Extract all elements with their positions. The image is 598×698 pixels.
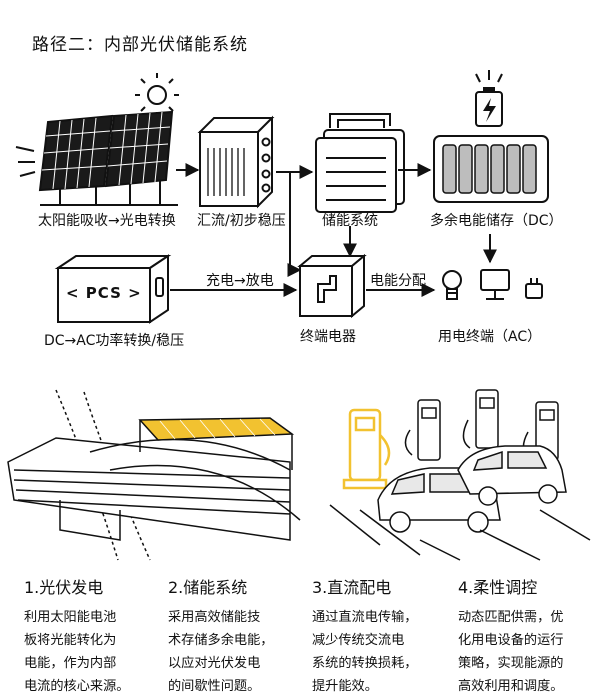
monitor-icon [480, 269, 510, 300]
desc-line: 提升能效。 [312, 679, 378, 694]
desc-line: 利用太阳能电池 [24, 610, 117, 625]
section-pv: 1.光伏发电 利用太阳能电池 板将光能转化为 电能，作为内部 电流的核心来源。 [24, 574, 130, 698]
terminal-device-icon [297, 253, 367, 319]
page-title: 路径二：内部光伏储能系统 [32, 35, 248, 55]
combiner-label: 汇流/初步稳压 [197, 213, 286, 229]
desc-line: 减少传统交流电 [312, 633, 405, 648]
section-storage: 2.储能系统 采用高效储能技 术存储多余电能， 以应对光伏发电 的间歇性问题。 [168, 574, 274, 698]
terminal-label: 终端电器 [300, 329, 356, 345]
desc-line: 系统的转换损耗， [312, 656, 418, 671]
battery-label: 多余电能储存（DC） [430, 213, 563, 229]
desc-line: 术存储多余电能， [168, 633, 274, 648]
desc-line: 电能，作为内部 [24, 656, 117, 671]
pcs-box-icon [54, 254, 172, 324]
section-flex: 4.柔性调控 动态匹配供需，优 化用电设备的运行 策略，实现能源的 高效利用和调… [458, 574, 564, 698]
pcs-label: DC→AC功率转换/稳压 [44, 333, 185, 349]
ev-charging-illustration [329, 389, 591, 561]
charge-edge-label: 充电→放电 [206, 273, 274, 289]
section-heading: 2.储能系统 [168, 578, 248, 597]
desc-line: 的间歇性问题。 [168, 679, 261, 694]
section-desc: 动态匹配供需，优 化用电设备的运行 策略，实现能源的 高效利用和调度。 [458, 606, 564, 698]
section-heading: 3.直流配电 [312, 578, 392, 597]
desc-line: 策略，实现能源的 [458, 656, 564, 671]
desc-line: 板将光能转化为 [24, 633, 117, 648]
section-desc: 通过直流电传输， 减少传统交流电 系统的转换损耗， 提升能效。 [312, 606, 418, 698]
power-plug-icon [525, 278, 543, 299]
pcs-box-text: < PCS > [66, 284, 142, 302]
storage-label: 储能系统 [322, 213, 378, 229]
desc-line: 采用高效储能技 [168, 610, 261, 625]
solar-panel-icon [38, 110, 178, 206]
desc-line: 电流的核心来源。 [24, 679, 130, 694]
light-bulb-icon [442, 270, 462, 300]
desc-line: 化用电设备的运行 [458, 633, 564, 648]
desc-line: 高效利用和调度。 [458, 679, 564, 694]
desc-line: 以应对光伏发电 [168, 656, 261, 671]
desc-line: 通过直流电传输， [312, 610, 418, 625]
battery-bank-icon [433, 135, 549, 203]
solar-label: 太阳能吸收→光电转换 [38, 213, 176, 229]
enduse-label: 用电终端（AC） [438, 329, 542, 345]
building-illustration [7, 389, 301, 561]
section-heading: 4.柔性调控 [458, 578, 538, 597]
desc-line: 动态匹配供需，优 [458, 610, 564, 625]
distribute-edge-label: 电能分配 [370, 273, 426, 289]
section-dc: 3.直流配电 通过直流电传输， 减少传统交流电 系统的转换损耗， 提升能效。 [312, 574, 418, 698]
light-rays-icon [15, 146, 36, 177]
sun-icon [135, 73, 179, 117]
combiner-box-icon [197, 115, 275, 209]
battery-charge-icon [475, 70, 503, 127]
storage-system-icon [315, 113, 405, 213]
section-heading: 1.光伏发电 [24, 578, 104, 597]
section-desc: 采用高效储能技 术存储多余电能， 以应对光伏发电 的间歇性问题。 [168, 606, 274, 698]
section-desc: 利用太阳能电池 板将光能转化为 电能，作为内部 电流的核心来源。 [24, 606, 130, 698]
